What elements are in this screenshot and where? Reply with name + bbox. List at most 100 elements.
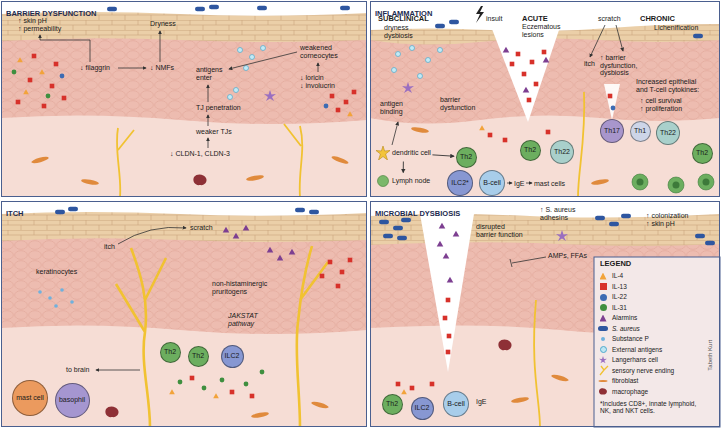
annotation: non-histaminergic pruritogens bbox=[212, 280, 276, 295]
illustration-part bbox=[243, 225, 250, 231]
illustration-part bbox=[54, 62, 59, 67]
legend-text: External antigens bbox=[612, 346, 662, 353]
illustration-part bbox=[228, 95, 233, 100]
annotation: ↑ skin pH bbox=[646, 220, 675, 228]
cell-label: ILC2 bbox=[415, 404, 430, 412]
label-anchor: ↑ S. aureus adhesins bbox=[540, 206, 580, 221]
label-anchor: non-histaminergic pruritogens bbox=[212, 280, 276, 295]
legend-text: IL-22 bbox=[612, 293, 627, 300]
label-anchor: AMPs, FFAs bbox=[548, 252, 587, 260]
section-heading: CHRONIC bbox=[640, 15, 675, 23]
illustration-part bbox=[267, 247, 274, 253]
illustration-part bbox=[599, 380, 608, 382]
illustration-part bbox=[169, 389, 175, 394]
illustration-part bbox=[591, 178, 609, 185]
illustration-part bbox=[522, 72, 527, 77]
legend-slot bbox=[598, 335, 608, 343]
legend-row: IL-31 bbox=[598, 304, 627, 312]
illustration-part bbox=[230, 390, 235, 395]
label-anchor: TJ penetration bbox=[196, 104, 241, 112]
legend-row: Alarmins bbox=[598, 314, 637, 322]
legend-slot bbox=[598, 314, 608, 322]
cell: ILC2 bbox=[221, 345, 244, 368]
illustration-part bbox=[347, 111, 353, 116]
cell-label: ILC2 bbox=[225, 352, 240, 360]
label-anchor: itch bbox=[584, 60, 595, 68]
illustration-part bbox=[234, 88, 239, 93]
label-anchor: ↑ barrier dysfunction, dysbiosis bbox=[600, 54, 644, 77]
illustration-part bbox=[12, 70, 17, 75]
arrow bbox=[96, 227, 186, 370]
annotation: ↑ permeability bbox=[18, 25, 61, 33]
illustration-part bbox=[546, 130, 551, 135]
illustration-part bbox=[251, 411, 269, 418]
cell-label: Th2 bbox=[696, 149, 708, 157]
illustration-part bbox=[68, 207, 78, 211]
label-anchor: Dryness bbox=[150, 20, 176, 28]
illustration-part bbox=[397, 236, 407, 240]
illustration-part bbox=[604, 84, 620, 120]
annotation: ↓ CLDN-1, CLDN-3 bbox=[170, 150, 230, 158]
label-anchor: IgE bbox=[476, 398, 487, 406]
illustration-part bbox=[453, 231, 460, 237]
illustration-part bbox=[396, 382, 401, 387]
illustration-part bbox=[435, 24, 445, 28]
illustration-part bbox=[330, 94, 335, 99]
illustration-part bbox=[523, 87, 530, 93]
illustration-part bbox=[516, 52, 521, 57]
legend-text: IL-13 bbox=[612, 283, 627, 290]
annotation: IgE bbox=[476, 398, 487, 406]
illustration-part bbox=[340, 6, 350, 10]
illustration-part bbox=[213, 393, 219, 398]
legend-text: Alarmins bbox=[612, 314, 637, 321]
illustration-part bbox=[233, 233, 240, 239]
legend-text: sensory nerve ending bbox=[612, 367, 674, 374]
legend-slot bbox=[598, 346, 608, 354]
cell-label: Th22 bbox=[660, 129, 676, 137]
illustration-part bbox=[512, 257, 546, 263]
label-anchor: *Includes CD8+, innate lymphoid, NK, and… bbox=[600, 400, 704, 414]
annotation: ↑ skin pH bbox=[18, 17, 47, 25]
illustration-part bbox=[348, 258, 353, 263]
legend-row: S. aureus bbox=[598, 325, 640, 333]
illustration-part bbox=[410, 386, 415, 391]
label-anchor: ACUTE bbox=[522, 15, 548, 23]
illustration-part bbox=[16, 100, 21, 105]
illustration-part bbox=[208, 138, 209, 148]
cell: mast cell bbox=[12, 380, 48, 416]
illustration-part bbox=[392, 122, 398, 145]
signature: Tabeth Kurt bbox=[707, 340, 714, 371]
illustration-part bbox=[38, 290, 42, 294]
illustration-part bbox=[401, 389, 407, 394]
illustration-part bbox=[439, 223, 446, 229]
annotation: ↓ NMFs bbox=[150, 64, 174, 72]
label-anchor: SUBCLINICAL bbox=[378, 15, 429, 23]
annotation: Dryness bbox=[150, 20, 176, 28]
illustration-part bbox=[54, 304, 58, 308]
illustration-part bbox=[632, 174, 648, 190]
annotation: barrier dysfunction bbox=[440, 96, 475, 111]
legend-swatch bbox=[600, 273, 607, 280]
illustration-part bbox=[396, 52, 401, 57]
illustration-part bbox=[418, 74, 423, 79]
label-anchor: Increased epithelial and T-cell cytokine… bbox=[636, 78, 706, 93]
legend-slot bbox=[598, 356, 608, 364]
cell-label: Th2 bbox=[460, 153, 472, 161]
illustration-part bbox=[318, 63, 319, 72]
illustration-part bbox=[344, 100, 349, 105]
annotation: insult bbox=[486, 15, 502, 23]
label-anchor: to brain bbox=[66, 366, 89, 374]
annotation: to brain bbox=[66, 366, 89, 374]
cell: Th2 bbox=[456, 147, 477, 168]
illustration-part bbox=[105, 406, 118, 417]
illustration-part bbox=[250, 394, 255, 399]
illustration-part bbox=[223, 227, 230, 233]
illustration-part bbox=[503, 47, 510, 53]
illustration-part bbox=[96, 370, 140, 371]
label-anchor: scratch bbox=[598, 15, 621, 23]
connector bbox=[432, 155, 454, 156]
illustration-part bbox=[430, 382, 435, 387]
legend-swatch bbox=[601, 337, 605, 341]
annotation: antigen binding bbox=[380, 100, 403, 115]
